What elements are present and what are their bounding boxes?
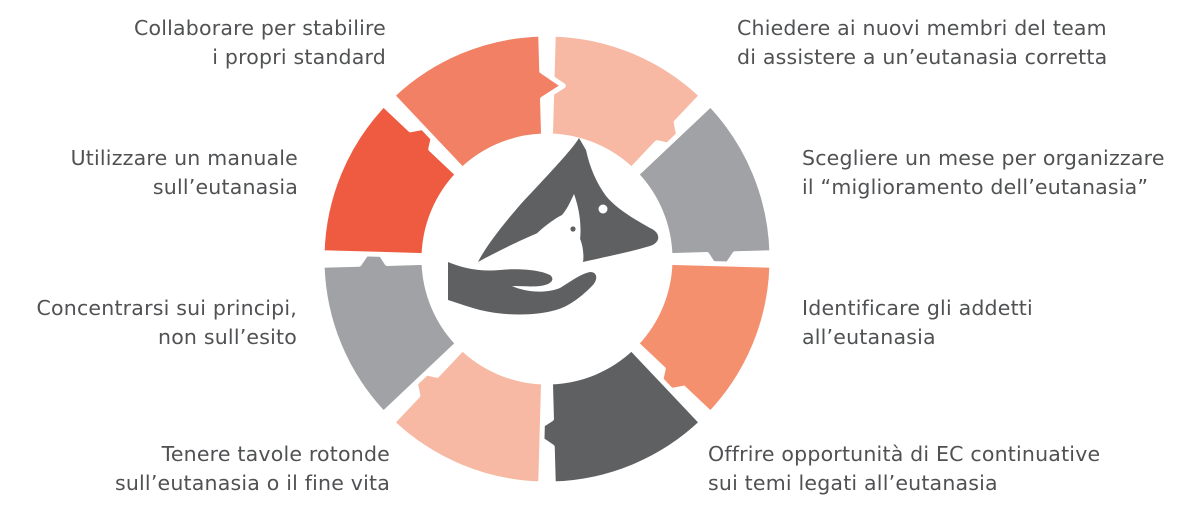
label-top-left: Collaborare per stabilire i propri stand… — [60, 14, 386, 72]
ring-segment-top-right — [547, 31, 705, 173]
ring-segment-top-left — [389, 31, 566, 173]
label-line: il “miglioramento dell’eutanasia” — [802, 175, 1149, 199]
label-line: Tenere tavole rotonde — [161, 442, 390, 466]
label-right-upper: Scegliere un mese per organizzare il “mi… — [802, 144, 1165, 202]
ring-segment-right-lower — [633, 259, 775, 417]
label-line: Collaborare per stabilire — [133, 16, 386, 40]
label-right-lower: Identificare gli addetti all’eutanasia — [802, 294, 1033, 352]
label-line: Chiedere ai nuovi membri del team — [737, 16, 1107, 40]
label-line: Identificare gli addetti — [802, 296, 1033, 320]
label-top-right: Chiedere ai nuovi membri del team di ass… — [737, 14, 1107, 72]
label-line: sull’eutanasia o il fine vita — [114, 471, 390, 495]
label-line: sui temi legati all’eutanasia — [708, 471, 998, 495]
label-line: non sull’esito — [158, 325, 297, 349]
label-line: Offrire opportunità di EC continuative — [708, 442, 1101, 466]
label-left-lower: Concentrarsi sui principi, non sull’esit… — [0, 294, 297, 352]
ring-segment-bottom-left — [389, 345, 547, 487]
ring-segment-right-upper — [633, 101, 775, 278]
label-left-upper: Utilizzare un manuale sull’eutanasia — [20, 144, 298, 202]
ring-segment-bottom-right — [528, 345, 705, 487]
puzzle-ring — [319, 31, 775, 487]
label-line: di assistere a un’eutanasia corretta — [737, 45, 1108, 69]
label-line: all’eutanasia — [802, 325, 936, 349]
label-line: Utilizzare un manuale — [70, 146, 298, 170]
hand-holding-cat-and-dog-icon — [448, 138, 659, 315]
label-line: Concentrarsi sui principi, — [36, 296, 297, 320]
label-line: sull’eutanasia — [152, 175, 298, 199]
label-line: Scegliere un mese per organizzare — [802, 146, 1165, 170]
label-bottom-left: Tenere tavole rotonde sull’eutanasia o i… — [40, 440, 390, 498]
pet-faces-detail — [518, 194, 608, 264]
ring-segment-left-lower — [319, 240, 461, 417]
label-bottom-right: Offrire opportunità di EC continuative s… — [708, 440, 1100, 498]
label-line: i propri standard — [212, 45, 386, 69]
ring-segment-left-upper — [319, 101, 461, 259]
